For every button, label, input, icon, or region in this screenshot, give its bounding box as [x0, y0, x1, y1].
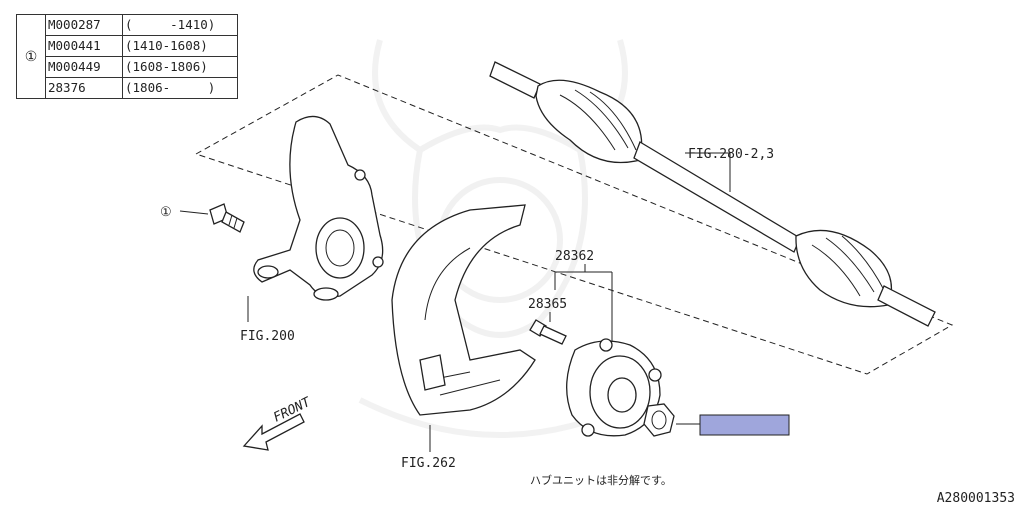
reference-table-range: (1410-1608)	[122, 35, 238, 57]
non-disassembly-note: ハブユニットは非分解です。	[530, 473, 672, 487]
hub-bolt	[529, 319, 567, 345]
brake-back-plate	[391, 204, 536, 416]
assembly-boundary	[194, 74, 954, 375]
reference-table-symbol: ①	[16, 14, 46, 99]
hub-unit-callout: 28362	[555, 249, 594, 264]
axle-lock-nut	[643, 403, 675, 437]
hub-unit	[566, 338, 662, 437]
hub-bolt-callout: 28365	[528, 297, 567, 312]
axle-shaft-callout: FIG.280-2,3	[688, 147, 774, 162]
knuckle-bolt	[209, 203, 245, 233]
knuckle-callout: FIG.200	[240, 329, 295, 344]
leader-lines	[179, 152, 731, 452]
reference-table-range: (1608-1806)	[122, 56, 238, 78]
reference-table-code: 28376	[45, 77, 123, 99]
reference-table-range: ( -1410)	[122, 14, 238, 36]
front-arrow: FRONT	[242, 394, 314, 451]
bolt-ref-callout: ①	[160, 205, 172, 220]
reference-table: ① M000287 ( -1410) M000441 (1410-1608) M…	[16, 14, 238, 99]
back-plate-callout: FIG.262	[401, 456, 456, 471]
diagram-id: A280001353	[937, 491, 1015, 506]
highlight-box[interactable]	[699, 414, 790, 436]
reference-table-code: M000449	[45, 56, 123, 78]
reference-table-code: M000287	[45, 14, 123, 36]
reference-table-range: (1806- )	[122, 77, 238, 99]
steering-knuckle	[253, 115, 384, 301]
axle-shaft	[489, 61, 936, 327]
reference-table-code: M000441	[45, 35, 123, 57]
